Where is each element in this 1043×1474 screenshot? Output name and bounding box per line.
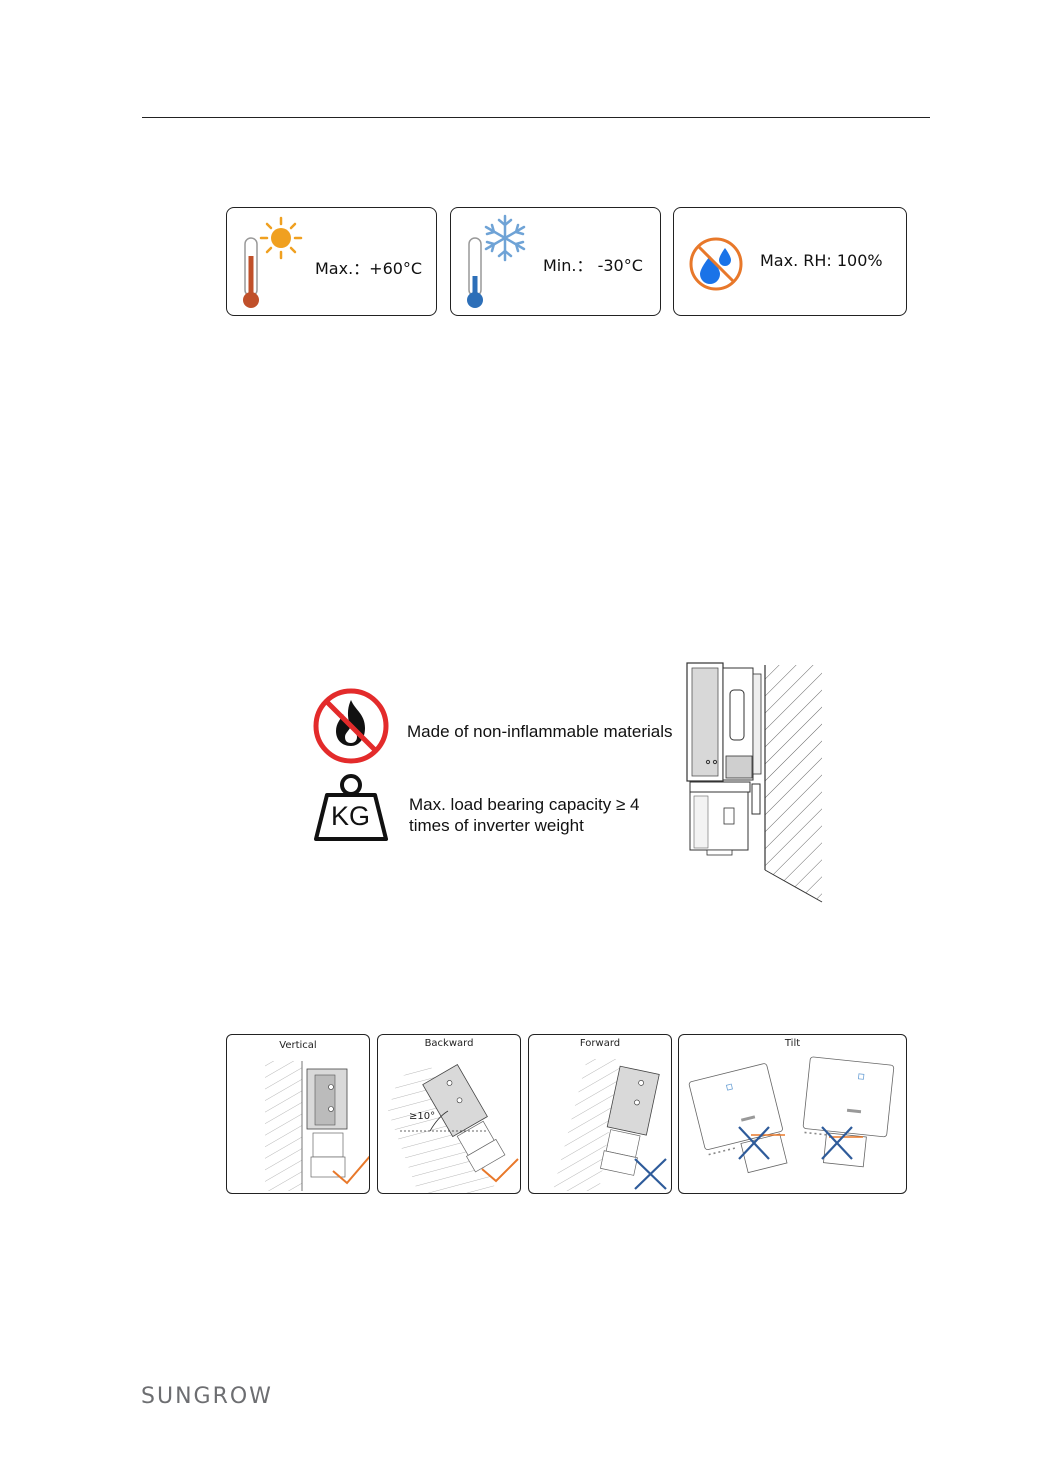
backward-mount-illustration [378,1051,521,1193]
orientation-tilt-title: Tilt [679,1038,906,1049]
max-humidity-card: Max. RH: 100% [673,207,907,316]
forward-mount-illustration [529,1051,672,1193]
orientation-backward-card: Backward ≥10° [377,1034,521,1194]
sun-thermometer-icon [237,216,307,311]
no-fire-icon [311,686,391,766]
vertical-mount-illustration [227,1053,370,1193]
no-water-drop-icon [688,236,744,292]
non-flammable-text: Made of non-inflammable materials [407,721,673,742]
max-temperature-card: Max.：+60°C [226,207,437,316]
sungrow-logo: SUNGROW [141,1384,273,1409]
max-temperature-text: Max.：+60°C [315,255,422,279]
max-humidity-text: Max. RH: 100% [760,251,883,270]
load-capacity-text: Max. load bearing capacity ≥ 4 times of … [409,794,639,836]
orientation-backward-title: Backward [378,1038,520,1049]
orientation-forward-card: Forward [528,1034,672,1194]
orientation-tilt-card: Tilt [678,1034,907,1194]
load-capacity-line1: Max. load bearing capacity ≥ 4 [409,794,639,815]
tilt-mount-illustration [679,1051,907,1193]
orientation-vertical-title: Vertical [227,1040,369,1051]
orientation-forward-title: Forward [529,1038,671,1049]
kg-label: KG [331,801,370,832]
min-temperature-text: Min.： -30°C [543,252,643,276]
orientation-vertical-card: Vertical [226,1034,370,1194]
angle-label: ≥10° [409,1111,435,1122]
inverter-wall-mount-illustration [682,660,827,905]
snowflake-thermometer-icon [461,214,531,311]
min-temperature-card: Min.： -30°C [450,207,661,316]
load-capacity-line2: times of inverter weight [409,815,639,836]
header-rule [142,117,930,118]
